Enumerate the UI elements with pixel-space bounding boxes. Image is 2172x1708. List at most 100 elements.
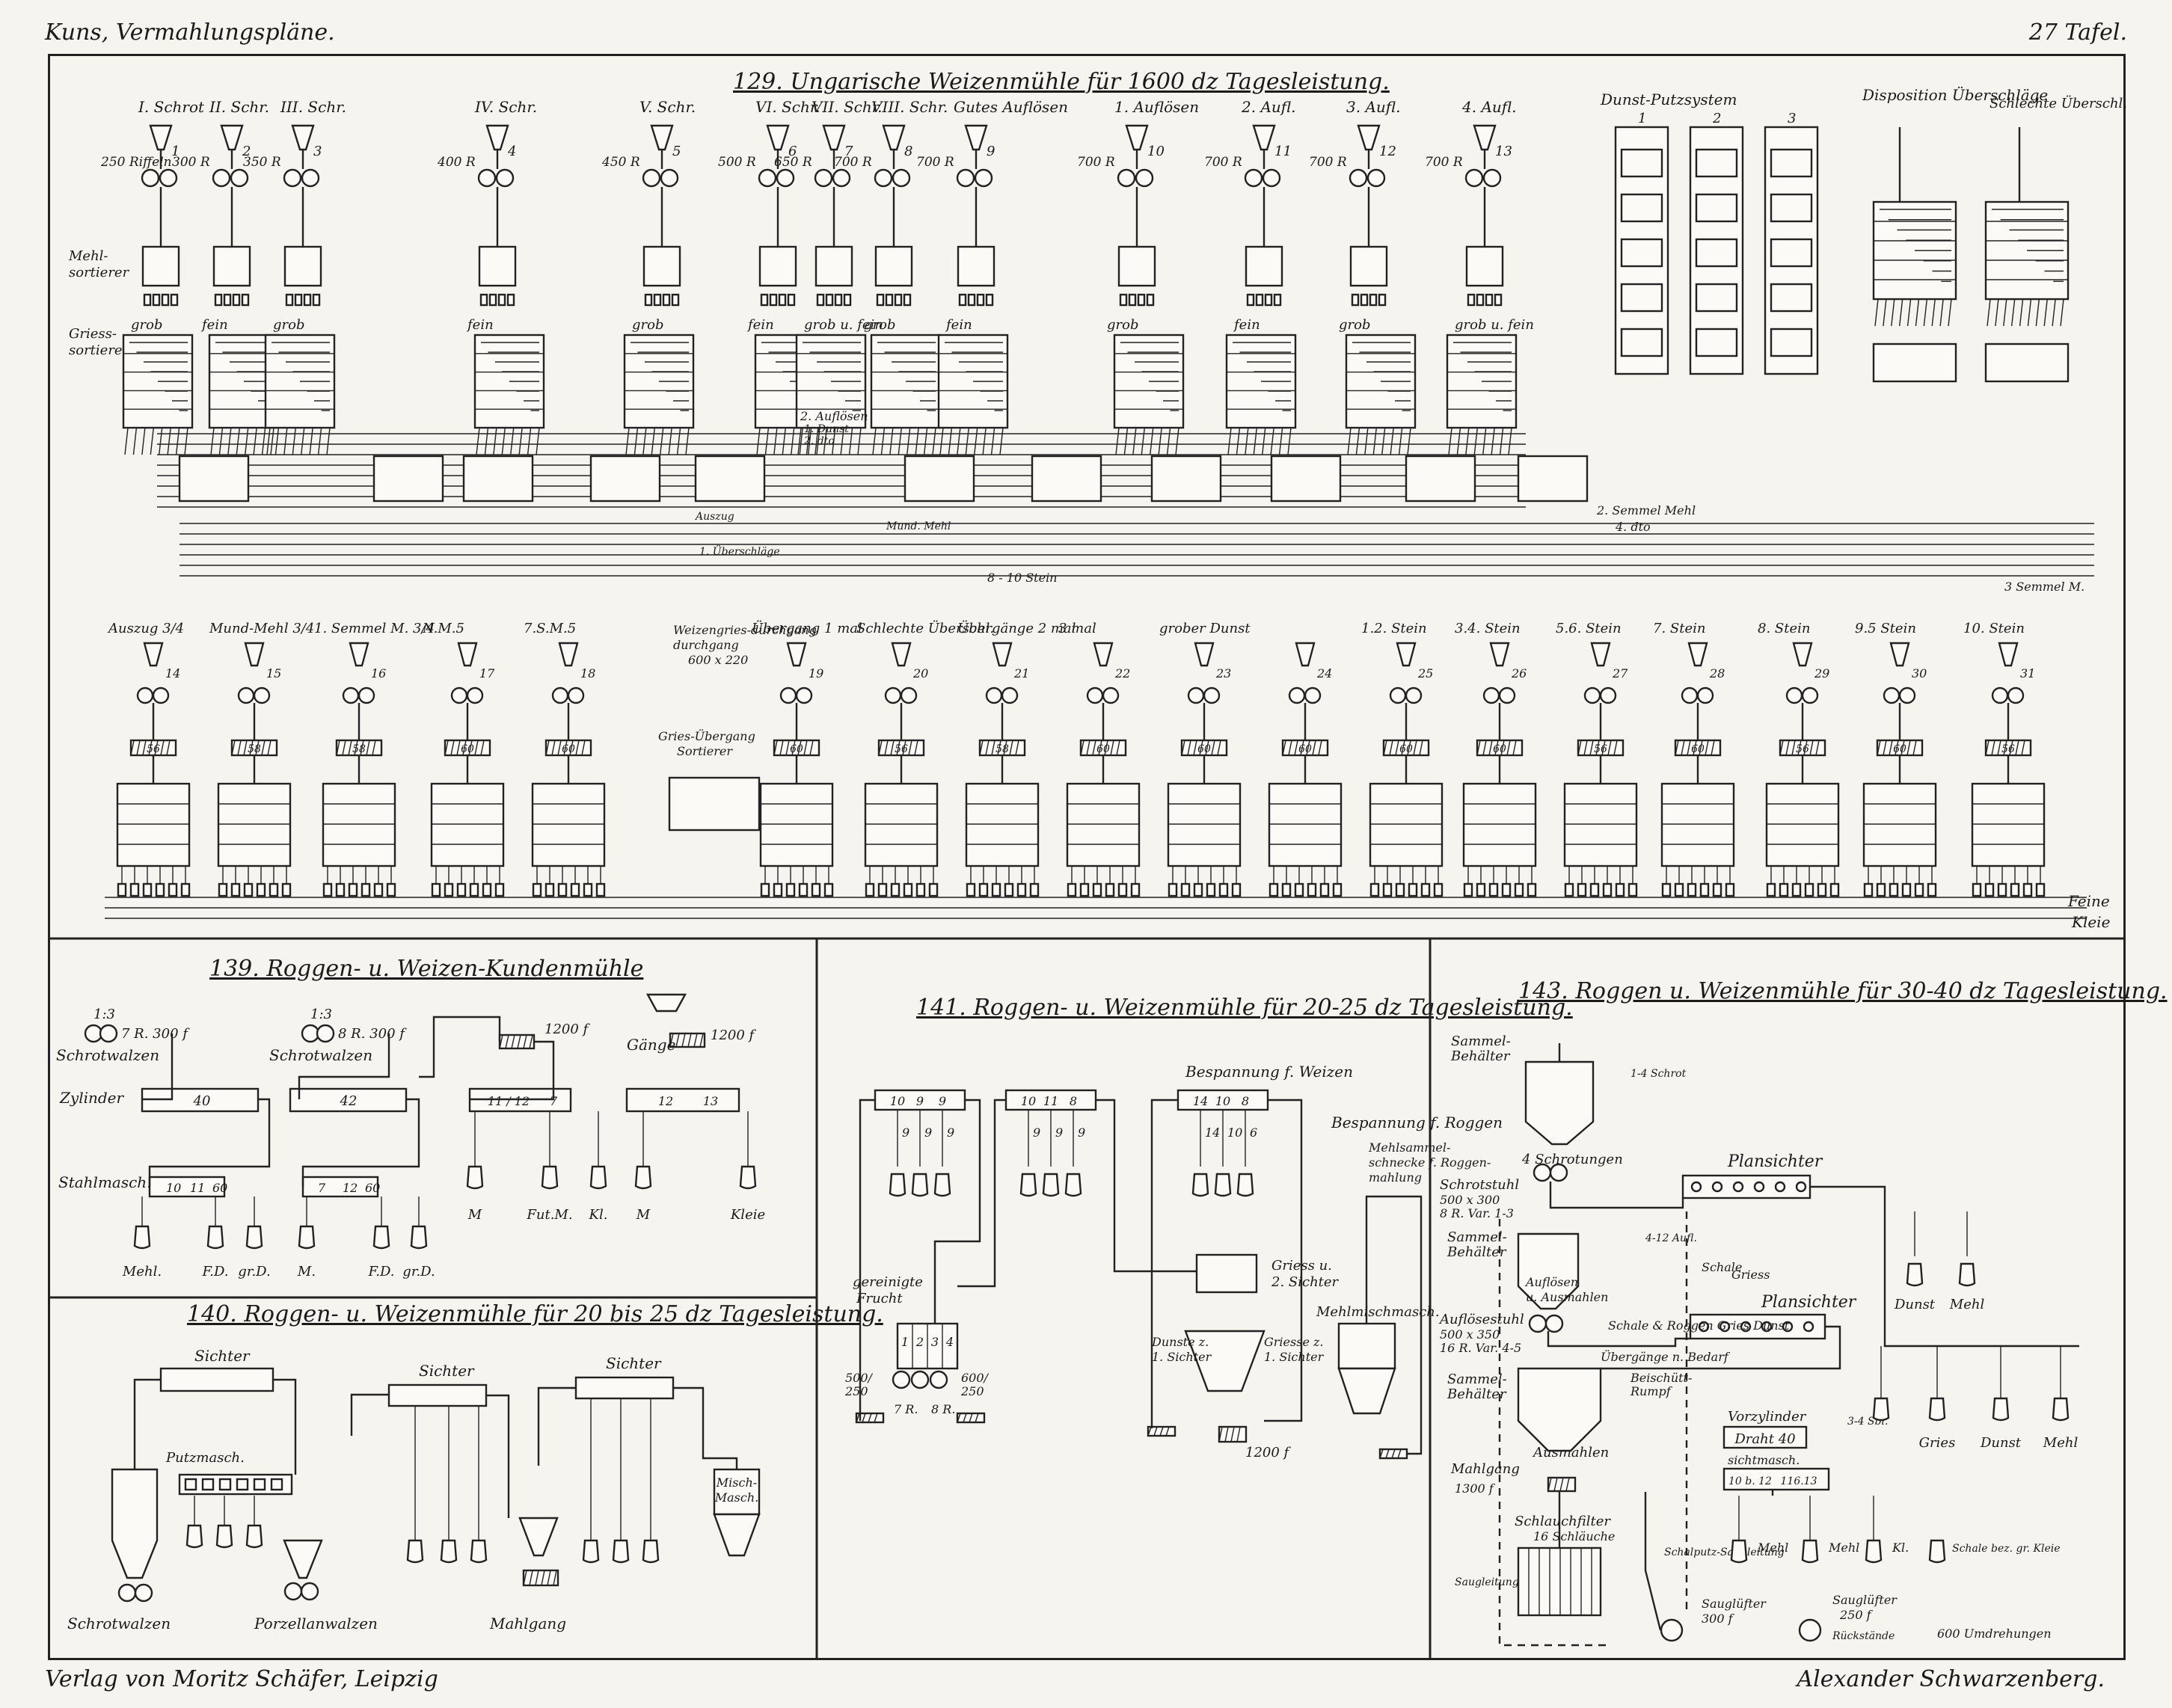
collector-box xyxy=(1517,455,1589,503)
outlet xyxy=(876,293,885,307)
flow-line xyxy=(326,427,331,455)
collector-box xyxy=(1405,455,1476,503)
outlet xyxy=(1514,882,1524,897)
outlet xyxy=(168,882,178,897)
outlet xyxy=(1268,882,1279,897)
suction-line xyxy=(1498,1219,1608,1647)
mischmasch-label: Masch. xyxy=(714,1490,758,1505)
bottom-sorter-box xyxy=(1066,782,1141,867)
flow-line xyxy=(1282,740,1286,756)
flow-line xyxy=(535,1570,539,1586)
flow-line xyxy=(816,427,820,455)
flow-line xyxy=(470,1040,555,1101)
dunst-putz-stage xyxy=(1770,283,1813,313)
outlet xyxy=(322,882,333,897)
putzmasch-label: Putzmasch. xyxy=(165,1450,245,1466)
collector-box xyxy=(462,455,534,503)
collector-box xyxy=(1031,455,1102,503)
outlet xyxy=(834,293,843,307)
passage-number: 5 xyxy=(672,144,681,159)
flow-line xyxy=(1675,740,1679,756)
flow-line xyxy=(1923,298,1928,327)
flow-line xyxy=(1153,1426,1158,1437)
outlet xyxy=(1476,293,1485,307)
flow-line xyxy=(1508,427,1512,455)
outlet xyxy=(431,882,441,897)
flow-line xyxy=(1318,740,1322,756)
flow-line xyxy=(676,427,681,455)
sieve-number: 60 xyxy=(461,743,474,755)
outlet xyxy=(787,293,796,307)
schlechte-title: Schlechte Überschl. xyxy=(1990,94,2127,111)
bottom-passage-label: 1. Semmel M. 3/4 xyxy=(314,621,435,636)
flow-line xyxy=(518,427,523,455)
sack xyxy=(739,1165,757,1190)
flow-line xyxy=(1987,298,1991,327)
flow-line xyxy=(292,427,296,455)
flow-line xyxy=(1494,740,1499,756)
plansichter-outlet xyxy=(1740,1321,1752,1333)
flow-line xyxy=(1187,740,1191,756)
hopper xyxy=(558,642,579,667)
flow-line xyxy=(1230,1426,1235,1443)
sieve-number: 10 xyxy=(1215,1094,1230,1108)
flow-line xyxy=(545,740,550,756)
flow-line xyxy=(1687,740,1691,756)
outlet xyxy=(557,882,568,897)
mischmasch-funnel xyxy=(713,1513,761,1557)
roller-pair xyxy=(466,686,484,704)
outlet xyxy=(1067,882,1077,897)
gries-trichter xyxy=(1184,1330,1266,1392)
passage-number: 12 xyxy=(1379,144,1396,159)
flow-line xyxy=(915,427,919,455)
flow-line xyxy=(1779,740,1784,756)
flow-line xyxy=(527,427,532,455)
outlet xyxy=(1577,882,1587,897)
sorter-grade-label: fein xyxy=(1233,317,1260,333)
outlet xyxy=(644,293,653,307)
flow-line xyxy=(309,427,313,455)
flow-line xyxy=(1482,740,1487,756)
roller-spec: 700 R xyxy=(1204,155,1242,170)
roller-pair xyxy=(874,168,893,188)
output-label: Schale bez. gr. Kleie xyxy=(1952,1543,2061,1555)
mahlgang-spec: 1300 f xyxy=(1455,1481,1496,1496)
flow-line xyxy=(1797,740,1802,756)
passage-number: 9 xyxy=(987,144,995,159)
plate-frame xyxy=(48,54,2126,1660)
passage-label: 1. Auflösen xyxy=(1114,98,1199,116)
flow-line xyxy=(1116,740,1120,756)
collector-box xyxy=(1150,455,1222,503)
putz-cell xyxy=(184,1478,197,1491)
putz-cell xyxy=(253,1478,266,1491)
outlet xyxy=(303,293,312,307)
gereinigte-label: Frucht xyxy=(856,1291,903,1306)
sieve-number: 58 xyxy=(352,743,366,755)
outlet xyxy=(256,882,266,897)
outlet xyxy=(991,882,1001,897)
sieve-number: 60 xyxy=(1096,743,1110,755)
roller-pair xyxy=(1262,168,1281,188)
flow-line xyxy=(957,1099,1006,1288)
panel-143-title: 143. Roggen u. Weizenmühle für 30-40 dz … xyxy=(1518,978,2168,1004)
flow-line xyxy=(1236,427,1241,455)
output-label: Mehl. xyxy=(122,1264,162,1280)
flow-line xyxy=(1681,740,1685,756)
flow-line xyxy=(1015,740,1019,756)
flow-line xyxy=(848,427,853,455)
flow-line xyxy=(2019,298,2024,327)
flow-line xyxy=(1906,298,1912,327)
flow-line xyxy=(563,740,568,756)
collector-box xyxy=(1270,455,1342,503)
passage-label: Gutes Auflösen xyxy=(954,98,1068,116)
roller-pair xyxy=(1001,686,1019,704)
flow-line xyxy=(868,1413,872,1423)
sorter-grade-label: grob xyxy=(864,317,896,333)
bottom-passage-number: 19 xyxy=(809,666,823,681)
outlet xyxy=(760,293,769,307)
bottom-passage-number: 22 xyxy=(1114,666,1130,681)
flow-line xyxy=(517,1034,521,1049)
flow-line xyxy=(1476,740,1481,756)
output-label: Mehl xyxy=(1828,1540,1859,1555)
outlet xyxy=(1876,882,1886,897)
